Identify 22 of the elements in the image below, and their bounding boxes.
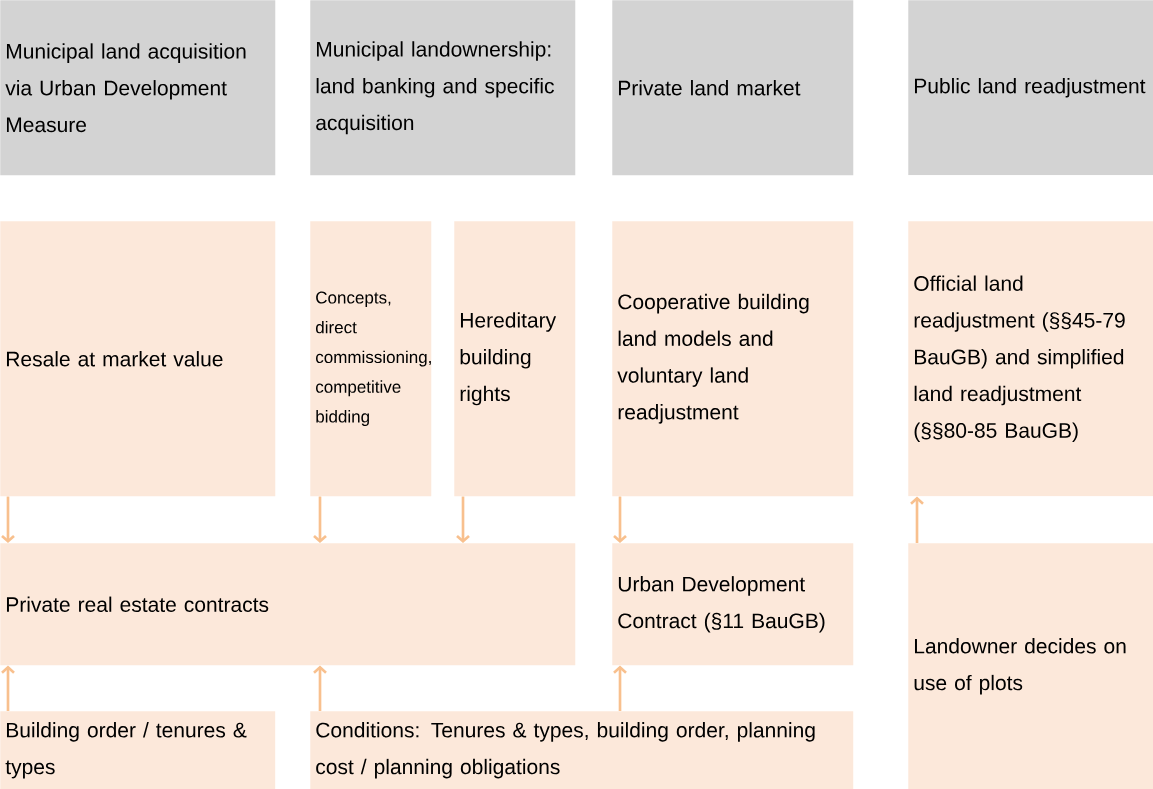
text-box: Building order / tenures & types bbox=[0, 711, 276, 789]
category-header: Municipal land acquisition via Urban Development Measure bbox=[0, 0, 276, 176]
text-box: Urban Development Contract (§11 BauGB) bbox=[612, 543, 854, 666]
arrow bbox=[313, 665, 327, 711]
category-header: Private land market bbox=[612, 0, 854, 176]
text-box: Landowner decides on use of plots bbox=[908, 543, 1153, 789]
text-box: Hereditary building rights bbox=[454, 221, 576, 497]
text-box: Official land readjustment (§§45-79 BauGB) and simplified land readjustment (§§80-85 BauGB) bbox=[908, 221, 1153, 497]
arrow bbox=[456, 496, 470, 543]
text-box: Resale at market value bbox=[0, 221, 276, 497]
text-box: Cooperative building land models and voluntary land readjustment bbox=[612, 221, 854, 497]
arrow bbox=[1, 496, 15, 543]
text-box: Conditions: Tenures & types, building order, planning cost / planning obligations bbox=[310, 711, 854, 789]
text-box: Private real estate contracts bbox=[0, 543, 576, 666]
category-header: Public land readjustment bbox=[908, 0, 1153, 176]
text-box: Concepts, direct commissioning, competitive bidding bbox=[310, 221, 432, 497]
arrow bbox=[910, 496, 924, 543]
arrow bbox=[1, 665, 15, 711]
category-header: Municipal landownership: land banking and specific acquisition bbox=[310, 0, 576, 176]
arrow bbox=[613, 665, 627, 711]
arrow bbox=[613, 496, 627, 543]
arrow bbox=[313, 496, 327, 543]
